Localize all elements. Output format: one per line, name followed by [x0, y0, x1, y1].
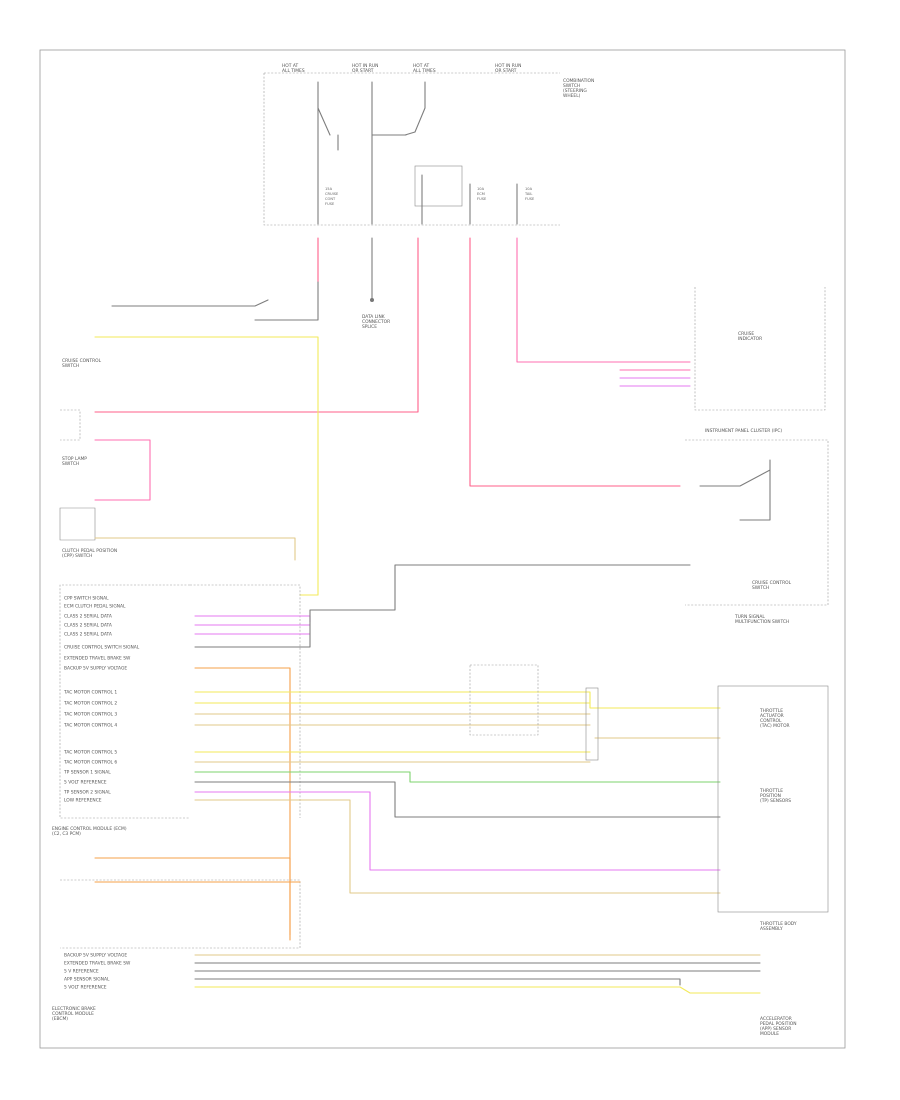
- svg-text:SPLICE: SPLICE: [362, 324, 377, 330]
- ebcm-pin-label: 5 VOLT REFERENCE: [64, 985, 107, 991]
- engine-control-module: ENGINE CONTROL MODULE (ECM) (C2, C3 PCM): [52, 584, 301, 837]
- ebcm-pin-labels: BACKUP 5V SUPPLY VOLTAGE EXTENDED TRAVEL …: [64, 953, 131, 991]
- svg-text:SWITCH: SWITCH: [563, 83, 580, 89]
- svg-text:PEDAL POSITION: PEDAL POSITION: [760, 1021, 796, 1027]
- svg-text:COMBINATION: COMBINATION: [563, 78, 594, 84]
- ecm-pin-label: TAC MOTOR CONTROL 3: [63, 712, 117, 718]
- svg-text:CONT: CONT: [325, 197, 336, 201]
- splice-label: DATA LINK CONNECTOR SPLICE: [362, 314, 390, 330]
- combination-switch-label: COMBINATION SWITCH (STEERING WHEEL): [563, 78, 594, 99]
- svg-text:(TAC) MOTOR: (TAC) MOTOR: [760, 723, 790, 729]
- svg-text:(CPP) SWITCH: (CPP) SWITCH: [62, 553, 92, 559]
- ecm-pin-label: TAC MOTOR CONTROL 5: [63, 750, 117, 756]
- ecm-pin-label: TP SENSOR 1 SIGNAL: [63, 770, 111, 776]
- fuse3-rating: 10A: [525, 187, 533, 191]
- svg-text:THROTTLE: THROTTLE: [759, 708, 783, 714]
- fuse4-top2: OR START: [495, 68, 517, 74]
- ecm-pin-label: TAC MOTOR CONTROL 6: [63, 760, 117, 766]
- ecm-pin-label: CLASS 2 SERIAL DATA: [64, 632, 112, 638]
- svg-text:ACCELERATOR: ACCELERATOR: [760, 1016, 792, 1022]
- ecm-pin-label: CLASS 2 SERIAL DATA: [64, 614, 112, 620]
- ecm-pin-label: 5 VOLT REFERENCE: [64, 780, 107, 786]
- diagram-border: [39, 49, 846, 1049]
- ebcm-pin-label: EXTENDED TRAVEL BRAKE SW: [64, 961, 131, 967]
- svg-text:(STEERING: (STEERING: [563, 88, 587, 94]
- fuse3-top2: ALL TIMES: [413, 68, 436, 74]
- ebcm-pin-label: BACKUP 5V SUPPLY VOLTAGE: [64, 953, 127, 959]
- svg-text:TURN SIGNAL: TURN SIGNAL: [734, 614, 765, 620]
- ecm-pin-label: LOW REFERENCE: [64, 798, 102, 804]
- fuse1-top: HOT AT: [282, 63, 298, 69]
- svg-text:WHEEL): WHEEL): [563, 93, 581, 99]
- svg-text:SWITCH: SWITCH: [62, 363, 79, 369]
- svg-text:INDICATOR: INDICATOR: [738, 336, 762, 342]
- brake-pressure-switch: [469, 664, 539, 736]
- svg-text:THROTTLE: THROTTLE: [759, 788, 783, 794]
- ecm-pin-label: CRUISE CONTROL SWITCH SIGNAL: [64, 645, 140, 651]
- ecm-pin-label: ECM CLUTCH PEDAL SIGNAL: [64, 604, 126, 610]
- cruise-control-switch-right: CRUISE CONTROL SWITCH TURN SIGNAL MULTIF…: [685, 439, 829, 625]
- svg-text:CRUISE CONTROL: CRUISE CONTROL: [752, 580, 792, 586]
- svg-text:CRUISE CONTROL: CRUISE CONTROL: [62, 358, 102, 364]
- svg-text:ASSEMBLY: ASSEMBLY: [760, 926, 783, 932]
- svg-text:FUSE: FUSE: [325, 202, 335, 206]
- ecm-pin-label: TAC MOTOR CONTROL 4: [63, 723, 117, 729]
- ecm-pin-label: CPP SWITCH SIGNAL: [64, 596, 109, 602]
- svg-text:CONNECTOR: CONNECTOR: [362, 319, 390, 325]
- svg-text:POSITION: POSITION: [760, 793, 781, 799]
- svg-text:CRUISE: CRUISE: [325, 192, 339, 196]
- svg-text:DATA LINK: DATA LINK: [362, 314, 385, 320]
- svg-text:CONTROL MODULE: CONTROL MODULE: [52, 1011, 94, 1017]
- clutch-switch: CLUTCH PEDAL POSITION (CPP) SWITCH: [59, 507, 296, 561]
- svg-text:(TP) SENSORS: (TP) SENSORS: [760, 798, 791, 804]
- svg-text:CLUTCH PEDAL POSITION: CLUTCH PEDAL POSITION: [62, 548, 117, 554]
- svg-text:SWITCH: SWITCH: [752, 585, 769, 591]
- fuse-top-labels: HOT AT ALL TIMES HOT IN RUN OR START HOT…: [282, 63, 521, 74]
- ecm-pin-label: BACKUP 5V SUPPLY VOLTAGE: [64, 666, 127, 672]
- ebcm-pin-label: 5 V REFERENCE: [64, 969, 99, 975]
- ecm-pin-label: EXTENDED TRAVEL BRAKE SW: [64, 656, 131, 662]
- app-sensor-module: ACCELERATOR PEDAL POSITION (APP) SENSOR …: [760, 1016, 796, 1037]
- fuse1-rating: 15A: [325, 187, 333, 191]
- throttle-body: THROTTLE ACTUATOR CONTROL (TAC) MOTOR TH…: [717, 685, 829, 932]
- fuse2-top: HOT IN RUN: [352, 63, 378, 69]
- ecm-pin-label: CLASS 2 SERIAL DATA: [64, 623, 112, 629]
- cruise-switch-label: CRUISE CONTROL SWITCH: [62, 358, 102, 369]
- svg-text:TAIL: TAIL: [524, 192, 532, 196]
- svg-text:MULTIFUNCTION SWITCH: MULTIFUNCTION SWITCH: [735, 619, 789, 625]
- svg-text:THROTTLE BODY: THROTTLE BODY: [759, 921, 797, 927]
- svg-text:ECM: ECM: [477, 192, 485, 196]
- svg-text:ENGINE CONTROL MODULE (ECM): ENGINE CONTROL MODULE (ECM): [52, 826, 127, 832]
- fuse2-rating: 10A: [477, 187, 485, 191]
- ecm-pin-labels: CPP SWITCH SIGNAL ECM CLUTCH PEDAL SIGNAL…: [63, 596, 140, 804]
- fuse2-top2: OR START: [352, 68, 374, 74]
- fuse-block: HOT AT ALL TIMES HOT IN RUN OR START HOT…: [263, 63, 594, 226]
- svg-text:(APP) SENSOR: (APP) SENSOR: [760, 1026, 791, 1032]
- svg-text:STOP LAMP: STOP LAMP: [62, 456, 87, 462]
- svg-text:FUSE: FUSE: [525, 197, 535, 201]
- ebcm-pin-label: APP SENSOR SIGNAL: [64, 977, 110, 983]
- stop-lamp-switch: STOP LAMP SWITCH: [60, 409, 151, 501]
- ebcm: ELECTRONIC BRAKE CONTROL MODULE (EBCM): [52, 857, 301, 1022]
- ecm-pin-label: TP SENSOR 2 SIGNAL: [63, 790, 111, 796]
- svg-text:CRUISE: CRUISE: [738, 331, 754, 337]
- ecm-pin-label: TAC MOTOR CONTROL 2: [63, 701, 117, 707]
- svg-text:SWITCH: SWITCH: [62, 461, 79, 467]
- instrument-panel-cluster: CRUISE INDICATOR INSTRUMENT PANEL CLUSTE…: [694, 287, 826, 434]
- svg-text:CONTROL: CONTROL: [760, 718, 782, 724]
- svg-text:ACTUATOR: ACTUATOR: [760, 713, 784, 719]
- svg-text:FUSE: FUSE: [477, 197, 487, 201]
- svg-text:MODULE: MODULE: [760, 1031, 779, 1037]
- svg-text:ELECTRONIC BRAKE: ELECTRONIC BRAKE: [52, 1006, 96, 1012]
- fuse1-top2: ALL TIMES: [282, 68, 305, 74]
- svg-text:(C2, C3 PCM): (C2, C3 PCM): [52, 831, 81, 837]
- svg-text:INSTRUMENT PANEL CLUSTER (IPC): INSTRUMENT PANEL CLUSTER (IPC): [705, 428, 782, 434]
- fuse3-top: HOT AT: [413, 63, 429, 69]
- ecm-pin-label: TAC MOTOR CONTROL 1: [63, 690, 117, 696]
- svg-text:(EBCM): (EBCM): [52, 1016, 68, 1022]
- fuse4-top: HOT IN RUN: [495, 63, 521, 69]
